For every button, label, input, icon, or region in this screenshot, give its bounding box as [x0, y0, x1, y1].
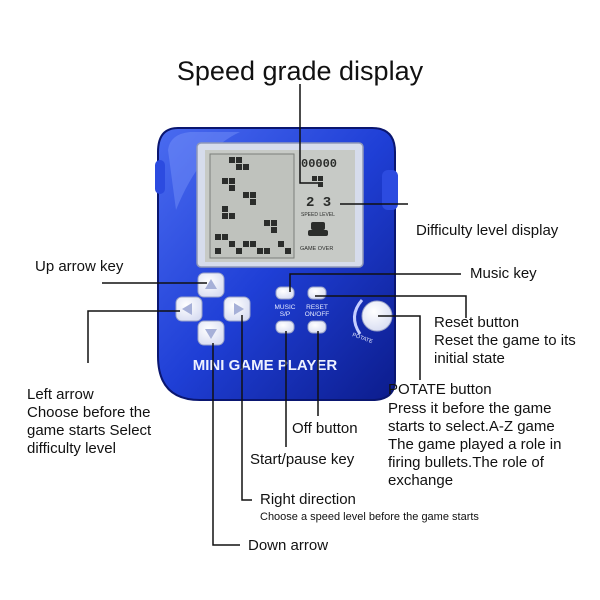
device-highlight — [168, 132, 240, 210]
callout-left-arrow-title: Left arrow — [27, 386, 94, 403]
callout-potate-title: POTATE button — [388, 381, 492, 398]
off-button[interactable] — [307, 320, 327, 334]
up-chevron-icon — [205, 279, 217, 289]
tetris-blocks — [215, 157, 291, 254]
left-chevron-icon — [182, 303, 192, 315]
callout-right-title: Right direction — [260, 491, 356, 508]
line-potate — [378, 315, 421, 380]
music-label: MUSIC — [275, 304, 296, 311]
diagram-title: Speed grade display — [176, 56, 424, 86]
callout-reset-title: Reset button — [434, 314, 520, 331]
callout-start-pause: Start/pause key — [250, 451, 355, 468]
callout-down-arrow: Down arrow — [248, 537, 329, 554]
brand-label: MINI GAME PLAYER — [193, 357, 338, 374]
callout-right-desc: Choose a speed level before the game sta… — [260, 511, 479, 523]
lcd-preview-blocks — [312, 176, 323, 187]
line-music — [289, 273, 461, 292]
line-speed-grade — [299, 84, 318, 184]
music-button[interactable] — [275, 286, 295, 300]
line-down — [212, 343, 240, 546]
down-chevron-icon — [205, 329, 217, 339]
lcd-mascot — [308, 222, 328, 236]
callout-left-arrow-desc: Choose before the game starts Select dif… — [27, 404, 152, 457]
line-reset — [315, 295, 467, 318]
onoff-label: ON/OFF — [305, 311, 330, 318]
lcd-playfield — [209, 153, 295, 259]
line-left-arrow — [87, 310, 180, 363]
callout-music-key: Music key — [470, 265, 537, 282]
sp-label: S/P — [280, 311, 290, 318]
side-bump-right — [382, 170, 398, 210]
lcd-speed-digits: 2 3 — [306, 195, 331, 211]
reset-button[interactable] — [307, 286, 327, 300]
callout-difficulty-display: Difficulty level display — [416, 222, 559, 239]
lcd-speed-level: SPEED LEVEL — [301, 212, 335, 218]
side-bump-left — [155, 160, 165, 194]
potate-arc — [353, 299, 364, 335]
callout-potate-desc: Press it before the game starts to selec… — [388, 400, 562, 489]
right-chevron-icon — [234, 303, 244, 315]
callout-off-button: Off button — [292, 420, 358, 437]
reset-label: RESET — [306, 304, 328, 311]
line-right — [241, 315, 252, 501]
callout-reset-desc: Reset the game to its initial state — [434, 332, 576, 367]
lcd-score: 00000 — [301, 157, 337, 171]
leader-lines — [87, 84, 467, 546]
callout-up-arrow: Up arrow key — [35, 258, 124, 275]
lcd-game-over: GAME OVER — [300, 246, 333, 252]
start-pause-button[interactable] — [275, 320, 295, 334]
